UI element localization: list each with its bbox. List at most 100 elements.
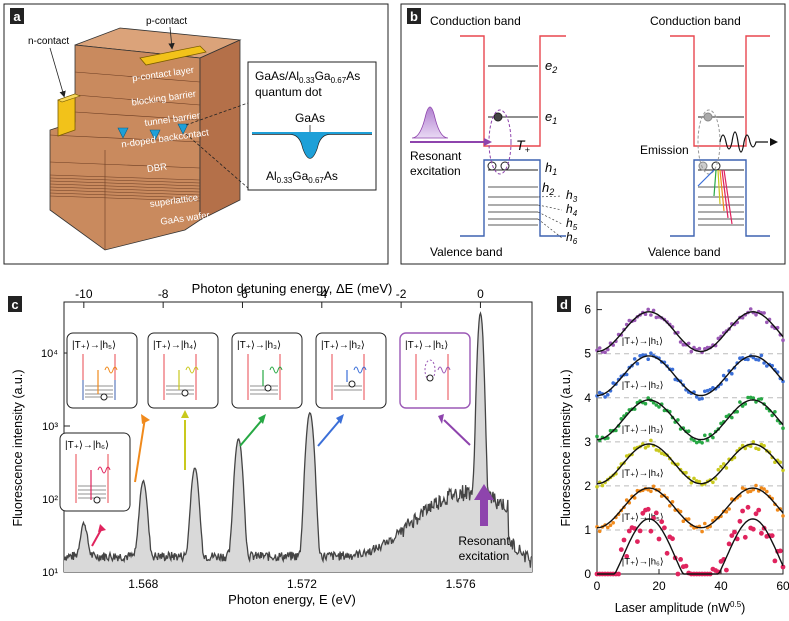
data-point [606, 525, 610, 530]
panel-c: c Photon detuning energy, ΔE (meV) Photo… [8, 281, 533, 607]
data-point [754, 357, 758, 362]
excitation-label-b: excitation [410, 164, 461, 178]
data-point [646, 307, 650, 312]
data-point [681, 342, 686, 347]
data-point [611, 521, 615, 525]
series-label: |T₊⟩→|h₄⟩ [622, 468, 664, 479]
data-point [716, 467, 721, 472]
data-point [670, 367, 675, 372]
data-point [759, 397, 764, 401]
svg-text:h3: h3 [566, 188, 578, 204]
data-point [649, 313, 653, 317]
panel-label-b: b [410, 9, 418, 24]
data-point [686, 341, 691, 346]
data-point [597, 529, 602, 534]
valence-band-label-right: Valence band [648, 245, 721, 259]
d-x-tick-label: 40 [714, 579, 728, 593]
data-point [684, 470, 688, 475]
bottom-tick-label: 1.568 [128, 577, 158, 591]
data-point [762, 311, 766, 315]
data-point [762, 444, 766, 448]
p-contact-label: p-contact [146, 16, 187, 27]
data-point [668, 504, 672, 508]
data-point [746, 490, 750, 494]
data-point [686, 429, 691, 434]
data-point [664, 550, 670, 556]
series-4: |T₊⟩→|h₂⟩ [595, 351, 785, 401]
d-x-tick-label: 60 [776, 579, 789, 593]
series-label: |T₊⟩→|h₅⟩ [622, 512, 664, 523]
data-point [751, 440, 756, 444]
data-point [726, 541, 732, 547]
d-y-tick-label: 1 [584, 523, 591, 537]
data-point [748, 489, 753, 494]
data-point [670, 500, 675, 504]
data-point [724, 414, 729, 419]
data-point [649, 351, 653, 356]
data-point [773, 410, 777, 414]
data-point [754, 483, 758, 488]
data-point [632, 496, 637, 500]
data-point [759, 530, 764, 536]
data-point [756, 447, 761, 452]
svg-text:h2: h2 [542, 180, 554, 197]
data-point [746, 395, 750, 400]
top-tick-label: -10 [75, 287, 93, 301]
data-point [721, 462, 726, 466]
layer-dbr: DBR [146, 161, 168, 175]
data-point [676, 418, 680, 422]
data-point [673, 377, 677, 382]
data-point [724, 567, 729, 573]
panel-d: d Fluorescence intensity (a.u.) Laser am… [557, 291, 789, 615]
data-point [730, 371, 734, 376]
data-point [637, 528, 643, 534]
inset-h5: |T₊⟩→|h₅⟩ [66, 332, 138, 409]
svg-text:|T₊⟩→|h₅⟩: |T₊⟩→|h₅⟩ [72, 340, 116, 351]
data-point [700, 529, 704, 534]
data-point [694, 395, 699, 399]
bottom-tick-label: 1.576 [446, 577, 476, 591]
series-label: |T₊⟩→|h₆⟩ [622, 556, 664, 567]
data-point [648, 528, 654, 534]
y-tick-label: 10³ [42, 421, 58, 433]
panel-b: b Conduction band e2 e1 T+ h1 h2 h3 h4 h… [400, 3, 786, 265]
data-point [708, 387, 712, 392]
data-point [616, 571, 621, 577]
series-2: |T₊⟩→|h₄⟩ [595, 438, 785, 489]
data-point [781, 514, 785, 518]
data-point [778, 460, 783, 465]
data-point [777, 548, 783, 554]
y-axis-label-d: Fluorescence intensity (a.u.) [559, 369, 573, 526]
data-point [745, 504, 751, 510]
inset-h4: |T₊⟩→|h₄⟩ [147, 332, 219, 409]
data-point [756, 507, 762, 513]
data-point [703, 433, 707, 438]
data-point [624, 498, 629, 502]
svg-text:|T₊⟩→|h₄⟩: |T₊⟩→|h₄⟩ [153, 340, 197, 351]
resonant-label-c: Resonant [458, 534, 510, 548]
data-point [719, 421, 723, 426]
data-point [640, 510, 646, 516]
gaas-label: GaAs [295, 111, 325, 125]
d-y-tick-label: 2 [584, 479, 591, 493]
data-point [750, 526, 756, 532]
data-point [654, 315, 659, 320]
data-point [772, 558, 778, 564]
series-label: |T₊⟩→|h₂⟩ [622, 380, 664, 391]
series-label: |T₊⟩→|h₃⟩ [622, 424, 664, 435]
data-point [657, 405, 661, 409]
data-point [597, 346, 602, 350]
fit-line [597, 355, 784, 397]
data-point [653, 510, 659, 516]
bottom-tick-label: 1.572 [287, 577, 317, 591]
data-point [781, 338, 785, 343]
data-point [670, 536, 675, 542]
d-y-tick-label: 3 [584, 435, 591, 449]
data-point [700, 441, 704, 445]
data-point [732, 529, 737, 535]
top-tick-label: -2 [396, 287, 407, 301]
data-point [703, 347, 707, 351]
data-point [676, 462, 680, 467]
emission-label: Emission [640, 143, 689, 157]
